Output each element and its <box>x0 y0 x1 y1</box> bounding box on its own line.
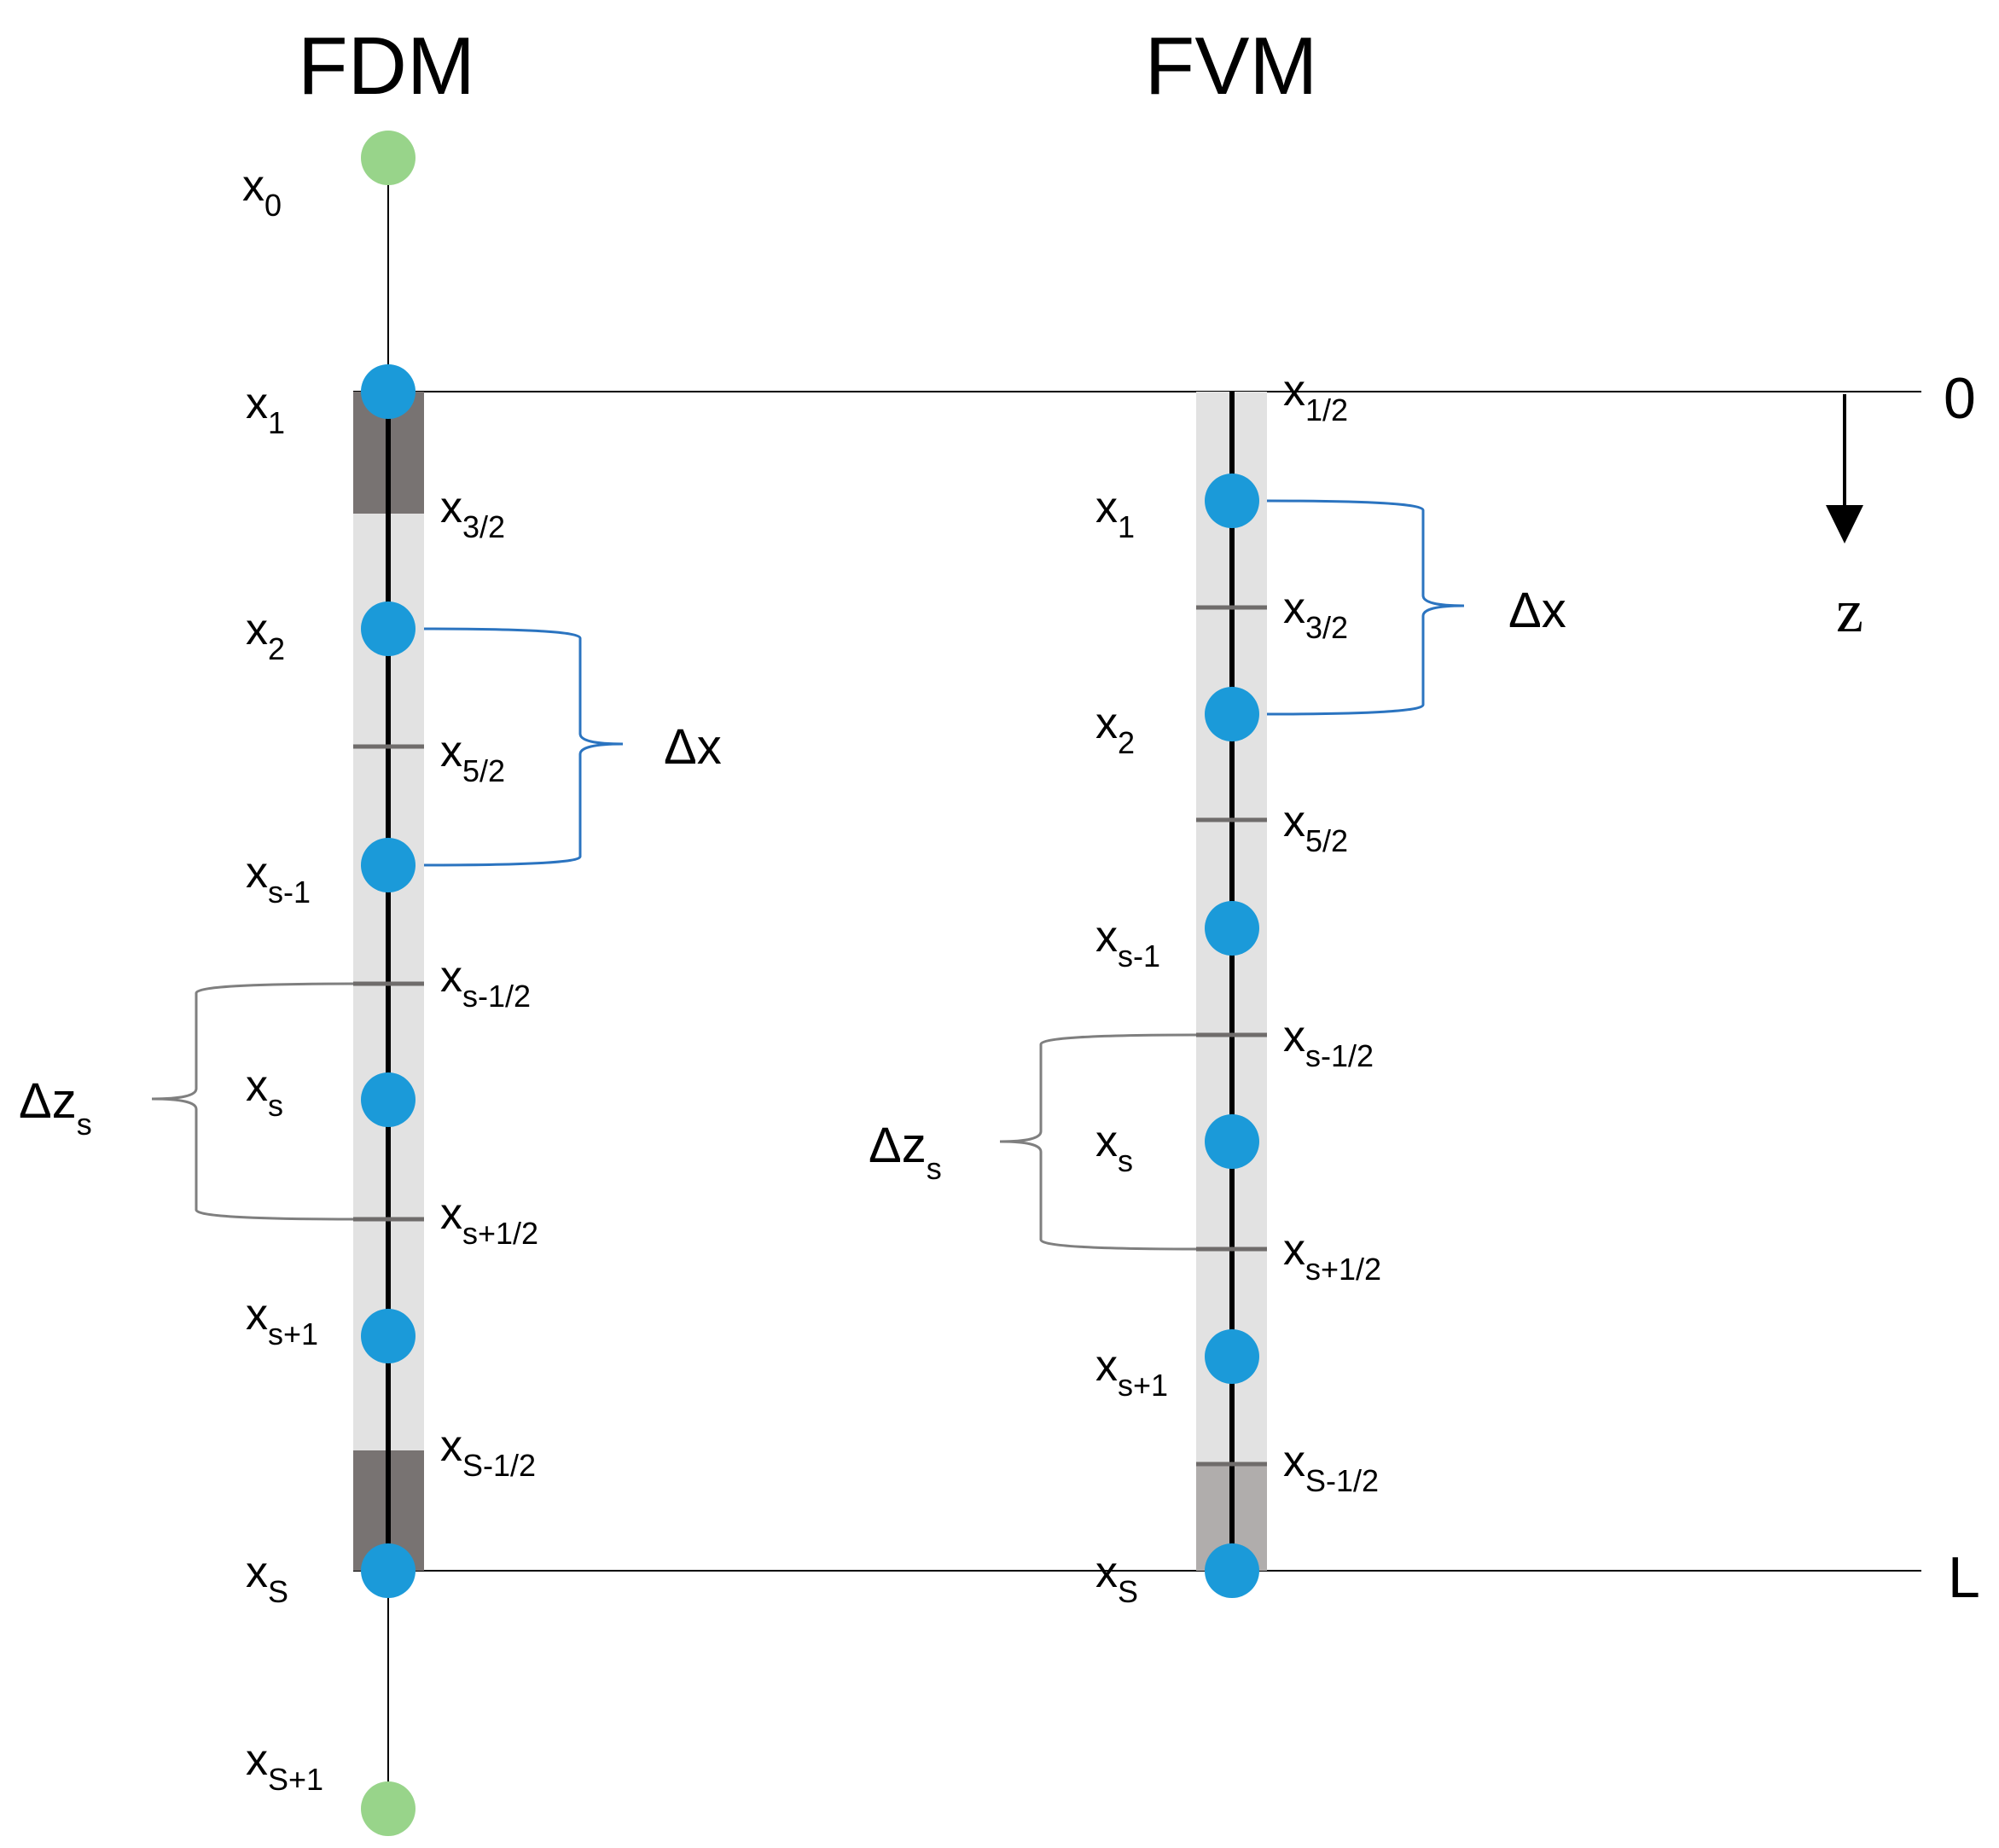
fdm-node-label: xs+1 <box>246 1290 318 1351</box>
fvm-grid <box>1196 392 1267 1598</box>
fdm-node-label: x2 <box>246 605 285 666</box>
fvm-node <box>1205 474 1259 528</box>
fdm-face-label: xS-1/2 <box>440 1421 536 1483</box>
fvm-node <box>1205 901 1259 956</box>
fvm-dx-bracket <box>1266 499 1465 716</box>
fvm-dx-label: Δx <box>1508 583 1566 638</box>
fdm-dzs-bracket <box>151 982 354 1221</box>
fdm-node <box>361 1309 415 1363</box>
fvm-face-label: xs+1/2 <box>1283 1225 1381 1287</box>
fvm-node <box>1205 1114 1259 1169</box>
fvm-face-label: xS-1/2 <box>1283 1437 1379 1498</box>
fdm-ghost-node-top <box>361 131 415 185</box>
z-axis-arrow <box>1826 394 1863 543</box>
fvm-face-label: x3/2 <box>1283 584 1348 645</box>
fdm-ghost-node-bottom <box>361 1781 415 1836</box>
fdm-grid <box>353 131 424 1836</box>
fvm-node <box>1205 1543 1259 1598</box>
fvm-face-label: x5/2 <box>1283 797 1348 858</box>
fvm-face-label: x1/2 <box>1283 366 1348 427</box>
fvm-node-label: x2 <box>1095 699 1135 760</box>
fdm-node-label: xs <box>246 1061 283 1123</box>
fdm-node <box>361 1072 415 1127</box>
fvm-node <box>1205 1329 1259 1384</box>
fvm-dzs-bracket <box>999 1033 1197 1251</box>
fdm-dzs-label: Δzs <box>19 1073 92 1142</box>
fvm-face-label: xs-1/2 <box>1283 1012 1374 1073</box>
fvm-node-label: xs-1 <box>1095 912 1160 973</box>
z-axis-label: z <box>1836 577 1863 645</box>
fdm-face-label: x3/2 <box>440 483 505 544</box>
fvm-node-label: xs+1 <box>1095 1341 1168 1403</box>
fvm-node-label: xs <box>1095 1117 1133 1178</box>
fdm-node-label: x1 <box>246 379 285 440</box>
fvm-node-label: xS <box>1095 1548 1138 1609</box>
fvm-node-label: x1 <box>1095 483 1135 544</box>
fvm-dzs-label: Δzs <box>869 1118 942 1186</box>
fvm-title: FVM <box>1145 20 1318 112</box>
fdm-face-label: x5/2 <box>440 727 505 788</box>
domain-top-label: 0 <box>1944 366 1976 431</box>
fdm-node-label: xs-1 <box>246 848 311 909</box>
fdm-node <box>361 601 415 656</box>
fdm-dx-label: Δx <box>664 719 722 775</box>
fdm-node <box>361 838 415 892</box>
fdm-node-label: xS <box>246 1548 288 1609</box>
fdm-face-label: xs+1/2 <box>440 1189 538 1251</box>
fvm-node <box>1205 687 1259 741</box>
fdm-node <box>361 364 415 419</box>
domain-bottom-label: L <box>1948 1545 1980 1610</box>
fdm-title: FDM <box>298 20 475 112</box>
fdm-node <box>361 1543 415 1598</box>
fdm-face-label: xs-1/2 <box>440 952 531 1014</box>
fdm-ghost-label-top: x0 <box>242 161 282 223</box>
fdm-ghost-label-bottom: xS+1 <box>246 1735 323 1797</box>
fdm-dx-bracket <box>423 627 624 867</box>
